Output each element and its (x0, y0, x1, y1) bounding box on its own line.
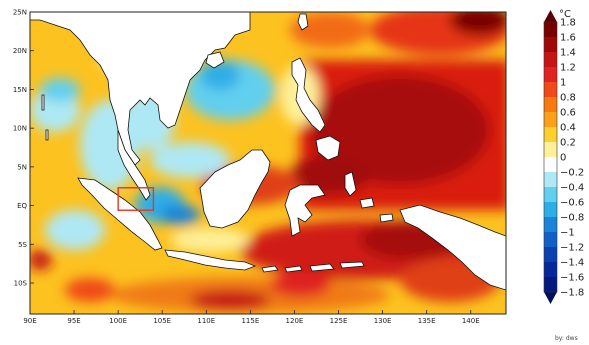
anomaly-field (30, 12, 506, 314)
colorbar-swatch (544, 82, 557, 98)
philippines (291, 57, 326, 133)
colorbar-arrow-top (544, 10, 557, 22)
colorbar-label: 0.2 (560, 138, 576, 149)
colorbar-label: −0.8 (560, 213, 584, 224)
colorbar-label: 0.8 (560, 93, 576, 104)
colorbar-swatch (544, 202, 557, 218)
colorbar-swatch (544, 262, 557, 278)
colorbar-swatch (544, 37, 557, 53)
colorbar-label: −0.6 (560, 198, 584, 209)
taiwan (297, 13, 309, 31)
colorbar-swatch (544, 127, 557, 143)
colorbar-label: 0 (560, 153, 566, 164)
colorbar-label: −1 (560, 228, 575, 239)
colorbar-swatch (544, 217, 557, 233)
lon-label: 125E (330, 317, 348, 325)
colorbar: 1.8 1.6 1.4 1.2 1 0.8 0.6 0.4 0.2 0 −0.2 −0.4 −0.6 −0… (543, 10, 584, 304)
colorbar-label: −1.4 (560, 258, 584, 269)
lon-label: 90E (23, 317, 36, 325)
lat-label: 15N (13, 86, 27, 94)
land-masses (30, 12, 506, 291)
colorbar-label: 1.4 (560, 48, 576, 59)
borneo (199, 149, 271, 229)
mainland-asia (30, 12, 251, 166)
plot-frame (29, 11, 507, 315)
colorbar-label: −1.6 (560, 273, 584, 284)
colorbar-label: −1.2 (560, 243, 584, 254)
colorbar-swatch (544, 52, 557, 68)
colorbar-label: 1.8 (560, 18, 576, 29)
lon-label: 135E (418, 317, 436, 325)
malay-peninsula (117, 129, 151, 201)
java (164, 249, 257, 271)
colorbar-label: 1 (560, 78, 566, 89)
colorbar-swatch (544, 277, 557, 293)
lon-label: 115E (241, 317, 259, 325)
colorbar-swatch (544, 112, 557, 128)
colorbar-label: −0.2 (560, 168, 584, 179)
new-guinea (399, 204, 506, 291)
colorbar-swatch (544, 232, 557, 248)
colorbar-arrow-bottom (544, 292, 557, 304)
lon-label: 130E (374, 317, 392, 325)
sulawesi (284, 184, 326, 237)
colorbar-swatch (544, 142, 557, 158)
colorbar-label: 0.6 (560, 108, 576, 119)
colorbar-unit: °C (559, 9, 571, 20)
axis-ticks: 25N 20N 15N 10N 5N EQ 5S 10S 90E 95E 100E 105E 110E 1… (13, 9, 480, 326)
lon-label: 100E (109, 317, 127, 325)
lon-label: 95E (67, 317, 80, 325)
lon-label: 110E (197, 317, 215, 325)
colorbar-label: −0.4 (560, 183, 584, 194)
colorbar-swatch (544, 97, 557, 113)
lesser-sunda (261, 261, 365, 273)
credit-text: by: dws (555, 335, 578, 342)
colorbar-swatch (544, 172, 557, 188)
lon-label: 140E (462, 317, 480, 325)
lat-label: 20N (13, 47, 27, 55)
lat-label: 5S (18, 241, 27, 249)
colorbar-label: −1.8 (560, 288, 584, 299)
colorbar-swatch (544, 187, 557, 203)
colorbar-label: 1.6 (560, 33, 576, 44)
colorbar-swatch (544, 22, 557, 38)
highlight-box (117, 187, 155, 211)
lon-label: 120E (286, 317, 304, 325)
andaman-islands (41, 94, 49, 141)
moluccas (344, 171, 394, 223)
lat-label: 10N (13, 125, 27, 133)
hainan (205, 51, 225, 69)
lon-label: 105E (153, 317, 171, 325)
colorbar-swatch (544, 247, 557, 263)
lat-label: 25N (13, 9, 27, 17)
mindanao (315, 135, 341, 161)
colorbar-frame (543, 21, 558, 293)
lat-label: 5N (17, 163, 27, 171)
colorbar-label: 0.4 (560, 123, 576, 134)
lat-label: 10S (14, 280, 28, 288)
colorbar-label: 1.2 (560, 63, 576, 74)
lat-label: EQ (17, 202, 27, 210)
colorbar-swatch (544, 157, 557, 173)
colorbar-swatch (544, 67, 557, 83)
